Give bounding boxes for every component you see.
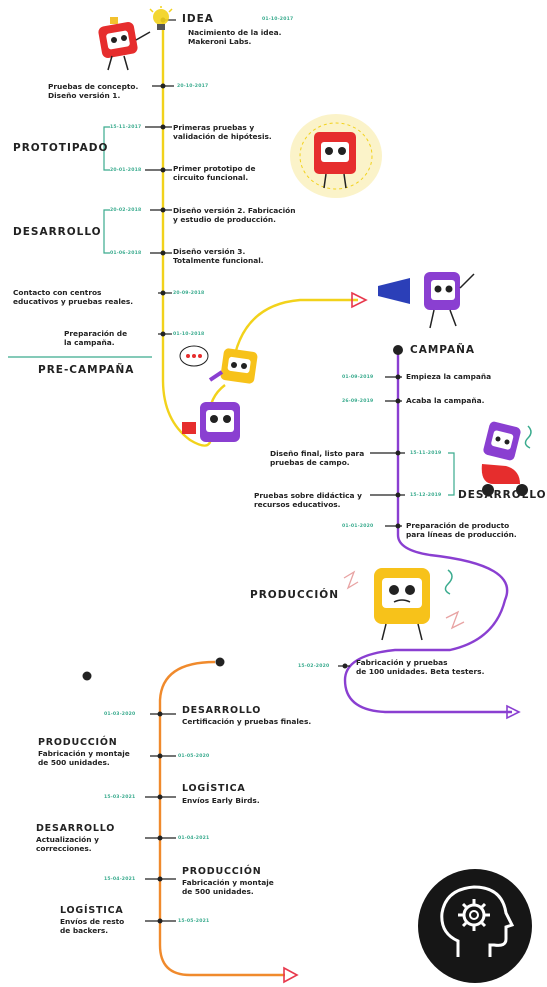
- prototipado-text-2a: Primer prototipo de: [173, 164, 256, 173]
- purple-robot-scooter-icon: [481, 421, 532, 496]
- lineas-date: 01-01-2020: [342, 524, 374, 529]
- brain-gear-icon: [440, 885, 515, 957]
- contacto-text-1: Contacto con centros: [13, 288, 102, 297]
- bottom-e1-heading: DESARROLLO: [182, 705, 262, 716]
- desarrollo2-text-2b: recursos educativos.: [254, 500, 341, 509]
- desarrollo-bracket: [103, 209, 110, 254]
- desarrollo-date-2: 01-06-2018: [110, 251, 142, 256]
- lightbulb-icon: [149, 6, 173, 30]
- desarrollo-date-1: 20-02-2018: [110, 208, 142, 213]
- desarrollo-text-2a: Diseño versión 3.: [173, 247, 246, 256]
- prototipado-date-1: 15-11-2017: [110, 125, 142, 130]
- bottom-e3-date: 15-03-2021: [104, 795, 136, 800]
- red-robot-mascot-icon: [98, 17, 151, 71]
- bottom-e4-text-2: correcciones.: [36, 844, 92, 853]
- pruebas-text-2: Diseño versión 1.: [48, 91, 121, 100]
- desarrollo-text-2b: Totalmente funcional.: [173, 256, 264, 265]
- desarrollo2-date-2: 15-12-2019: [410, 493, 442, 498]
- bottom-e5-text-1: Fabricación y montaje: [182, 878, 274, 887]
- orange-start-dot: [215, 657, 225, 667]
- pruebas-date: 20-10-2017: [177, 84, 209, 89]
- red-robot-glow-icon: [290, 114, 382, 198]
- bottom-e3-heading: LOGÍSTICA: [182, 783, 246, 794]
- yellow-robot-stressed-icon: [343, 568, 465, 641]
- bottom-e1-date: 01-03-2020: [104, 712, 136, 717]
- contacto-text-2: educativos y pruebas reales.: [13, 297, 134, 306]
- campana-heading: CAMPAÑA: [410, 344, 476, 356]
- bottom-e5-heading: PRODUCCIÓN: [182, 866, 262, 877]
- campana-text-2: Acaba la campaña.: [406, 396, 485, 405]
- bottom-e2-date: 01-05-2020: [178, 754, 210, 759]
- prototipado-date-2: 20-01-2018: [110, 168, 142, 173]
- idea-text-2: Makeroni Labs.: [188, 37, 252, 46]
- bottom-e2-text-2: de 500 unidades.: [38, 758, 110, 767]
- desarrollo2-text-1b: pruebas de campo.: [270, 458, 350, 467]
- desarrollo2-heading: DESARROLLO: [458, 489, 547, 501]
- bottom-e5-date: 15-04-2021: [104, 877, 136, 882]
- pruebas-text-1: Pruebas de concepto.: [48, 82, 139, 91]
- bottom-e1-text-1: Certificación y pruebas finales.: [182, 717, 312, 726]
- bottom-e4-heading: DESARROLLO: [36, 823, 116, 834]
- prototipado-text-2b: circuito funcional.: [173, 173, 249, 182]
- contacto-date: 20-09-2018: [173, 291, 205, 296]
- lineas-text-2: para líneas de producción.: [406, 530, 517, 539]
- purple-robot-megaphone-icon: [378, 272, 475, 329]
- desarrollo-heading: DESARROLLO: [13, 226, 102, 238]
- campana-date-1: 01-09-2019: [342, 375, 374, 380]
- lineas-text-1: Preparación de producto: [406, 521, 510, 530]
- campana-text-1: Empieza la campaña: [406, 372, 492, 381]
- produccion-text-1: Fabricación y pruebas: [356, 658, 448, 667]
- preparacion-text-2: la campaña.: [64, 338, 115, 347]
- produccion-heading: PRODUCCIÓN: [250, 589, 339, 601]
- campana-date-2: 26-09-2019: [342, 399, 374, 404]
- prototipado-bracket: [103, 126, 110, 171]
- orphan-dot: [82, 671, 92, 681]
- desarrollo2-text-2a: Pruebas sobre didáctica y: [254, 491, 362, 500]
- desarrollo2-text-1a: Diseño final, listo para: [270, 449, 365, 458]
- brain-gear-icon: [418, 869, 532, 983]
- bottom-e2-heading: PRODUCCIÓN: [38, 737, 118, 748]
- idea-text-1: Nacimiento de la idea.: [188, 28, 282, 37]
- precampana-heading: PRE-CAMPAÑA: [38, 364, 135, 376]
- produccion-text-2: de 100 unidades. Beta testers.: [356, 667, 485, 676]
- bottom-e2-text-1: Fabricación y montaje: [38, 749, 130, 758]
- desarrollo-text-1b: y estudio de producción.: [173, 215, 276, 224]
- bottom-e3-text-1: Envíos Early Birds.: [182, 796, 260, 805]
- bottom-e5-text-2: de 500 unidades.: [182, 887, 254, 896]
- prototipado-heading: PROTOTIPADO: [13, 142, 109, 154]
- bottom-e6-heading: LOGÍSTICA: [60, 905, 124, 916]
- orange-timeline-line: [158, 660, 285, 977]
- produccion-date: 15-02-2020: [298, 664, 330, 669]
- prototipado-text-1b: validación de hipótesis.: [173, 132, 272, 141]
- prototipado-text-1a: Primeras pruebas y: [173, 123, 255, 132]
- campana-dot: [393, 345, 403, 355]
- bottom-e6-text-1: Envíos de resto: [60, 917, 125, 926]
- idea-heading: IDEA: [182, 13, 214, 25]
- desarrollo2-date-1: 15-11-2019: [410, 451, 442, 456]
- desarrollo-text-1a: Diseño versión 2. Fabricación: [173, 206, 296, 215]
- bottom-e6-text-2: de backers.: [60, 926, 109, 935]
- purple-timeline-line: [343, 350, 512, 714]
- purple-arrow: [506, 704, 521, 720]
- yellow-and-purple-robots-icon: [179, 345, 258, 442]
- preparacion-text-1: Preparación de: [64, 329, 128, 338]
- bottom-e4-date: 01-04-2021: [178, 836, 210, 841]
- bottom-e4-text-1: Actualización y: [36, 835, 99, 844]
- orange-arrow: [283, 966, 299, 984]
- bottom-e6-date: 15-05-2021: [178, 919, 210, 924]
- campaign-arrow: [351, 291, 368, 309]
- desarrollo2-bracket: [448, 452, 455, 496]
- preparacion-date: 01-10-2018: [173, 332, 205, 337]
- idea-date: 01-10-2017: [262, 17, 294, 22]
